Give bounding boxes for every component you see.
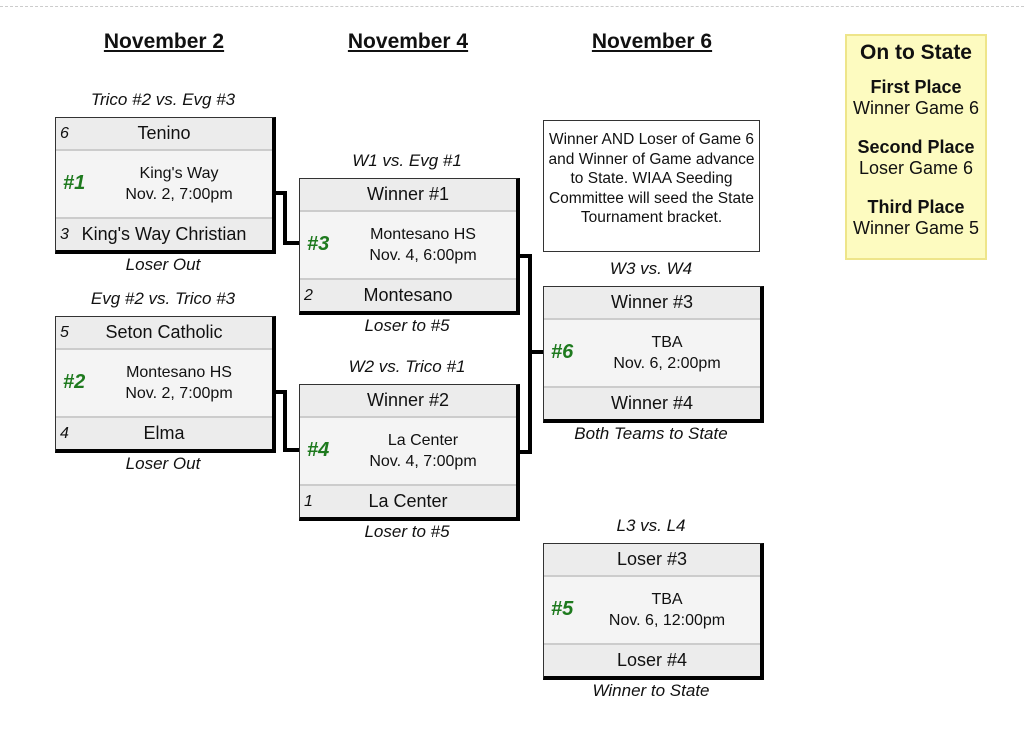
team-name: Loser #4: [616, 650, 688, 670]
game-location: TBA: [651, 591, 683, 608]
outcome-note: Winner to State: [592, 681, 710, 700]
game-location: Montesano HS: [370, 226, 476, 243]
third-place-value: Winner Game 5: [852, 218, 980, 238]
game-time: Nov. 6, 2:00pm: [613, 355, 721, 372]
matchup-label: W3 vs. W4: [609, 259, 693, 278]
matchup-label: Trico #2 vs. Evg #3: [90, 90, 236, 109]
top-team-row: Winner #2: [300, 385, 516, 418]
team-name: Winner #2: [366, 390, 450, 410]
seed: 5: [60, 323, 69, 341]
date-header-nov-6: November 6: [591, 30, 713, 53]
matchup-label: W2 vs. Trico #1: [348, 357, 466, 376]
top-team-row: 6 Tenino: [56, 118, 272, 151]
team-name: Winner #1: [366, 184, 450, 204]
game-location: King's Way: [139, 165, 219, 182]
game-location: Montesano HS: [126, 364, 232, 381]
first-place-value: Winner Game 6: [852, 98, 980, 118]
team-name: Loser #3: [616, 549, 688, 569]
game-time: Nov. 4, 6:00pm: [369, 247, 477, 264]
game-time: Nov. 4, 7:00pm: [369, 453, 477, 470]
seed: 2: [304, 286, 313, 304]
game-time: Nov. 2, 7:00pm: [125, 385, 233, 402]
date-header-nov-4: November 4: [347, 30, 469, 53]
game-time: Nov. 6, 12:00pm: [608, 612, 726, 629]
team-name: Winner #4: [610, 393, 694, 413]
bottom-team-row: 2 Montesano: [300, 278, 516, 311]
state-title: On to State: [859, 41, 972, 64]
advancement-note: Winner AND Loser of Game 6 and Winner of…: [543, 120, 760, 252]
top-team-row: Winner #1: [300, 179, 516, 212]
game-box-g5: Loser #3 #5 TBA Nov. 6, 12:00pm Loser #4: [543, 543, 764, 680]
game-number: #6: [551, 341, 574, 363]
game-box-g6: Winner #3 #6 TBA Nov. 6, 2:00pm Winner #…: [543, 286, 764, 423]
top-team-row: Loser #3: [544, 544, 760, 577]
game-number: #3: [307, 233, 330, 255]
game-info: #5 TBA Nov. 6, 12:00pm: [544, 577, 760, 643]
team-name: La Center: [368, 491, 448, 511]
game-box-g4: Winner #2 #4 La Center Nov. 4, 7:00pm 1 …: [299, 384, 520, 521]
third-place-label: Third Place: [867, 197, 965, 217]
game-location: TBA: [651, 334, 683, 351]
matchup-label: W1 vs. Evg #1: [352, 151, 462, 170]
game-number: #4: [307, 439, 330, 461]
game-location: La Center: [387, 432, 459, 449]
matchup-label: L3 vs. L4: [616, 516, 686, 535]
matchup-label: Evg #2 vs. Trico #3: [90, 289, 236, 308]
date-header-nov-2: November 2: [103, 30, 225, 53]
game-box-g2: 5 Seton Catholic #2 Montesano HS Nov. 2,…: [55, 316, 276, 453]
seed: 6: [60, 124, 69, 142]
team-name: Montesano: [363, 285, 453, 305]
game-number: #1: [63, 172, 86, 194]
bottom-team-row: Loser #4: [544, 643, 760, 676]
outcome-note: Loser to #5: [364, 316, 450, 335]
team-name: Winner #3: [610, 292, 694, 312]
game-box-g3: Winner #1 #3 Montesano HS Nov. 4, 6:00pm…: [299, 178, 520, 315]
seed: 4: [60, 424, 69, 442]
team-name: Elma: [143, 423, 185, 443]
game-info: #6 TBA Nov. 6, 2:00pm: [544, 320, 760, 386]
second-place-value: Loser Game 6: [858, 158, 974, 178]
bottom-team-row: 1 La Center: [300, 484, 516, 517]
second-place-label: Second Place: [857, 137, 975, 157]
game-number: #2: [63, 371, 86, 393]
team-name: Seton Catholic: [105, 322, 223, 342]
game-info: #4 La Center Nov. 4, 7:00pm: [300, 418, 516, 484]
team-name: King's Way Christian: [81, 224, 247, 244]
outcome-note: Loser Out: [125, 255, 201, 274]
top-team-row: Winner #3: [544, 287, 760, 320]
outcome-note: Loser Out: [125, 454, 201, 473]
bottom-team-row: Winner #4: [544, 386, 760, 419]
on-to-state-box: On to State First Place Winner Game 6 Se…: [845, 34, 987, 260]
team-name: Tenino: [137, 123, 191, 143]
game-info: #3 Montesano HS Nov. 4, 6:00pm: [300, 212, 516, 278]
outcome-note: Both Teams to State: [574, 424, 728, 443]
seed: 1: [304, 492, 313, 510]
game-box-g1: 6 Tenino #1 King's Way Nov. 2, 7:00pm 3 …: [55, 117, 276, 254]
game-number: #5: [551, 598, 574, 620]
bottom-team-row: 4 Elma: [56, 416, 272, 449]
game-info: #2 Montesano HS Nov. 2, 7:00pm: [56, 350, 272, 416]
seed: 3: [60, 225, 69, 243]
game-info: #1 King's Way Nov. 2, 7:00pm: [56, 151, 272, 217]
outcome-note: Loser to #5: [364, 522, 450, 541]
game-time: Nov. 2, 7:00pm: [125, 186, 233, 203]
bottom-team-row: 3 King's Way Christian: [56, 217, 272, 250]
top-team-row: 5 Seton Catholic: [56, 317, 272, 350]
first-place-label: First Place: [870, 77, 962, 97]
page-top-divider: [0, 6, 1024, 7]
